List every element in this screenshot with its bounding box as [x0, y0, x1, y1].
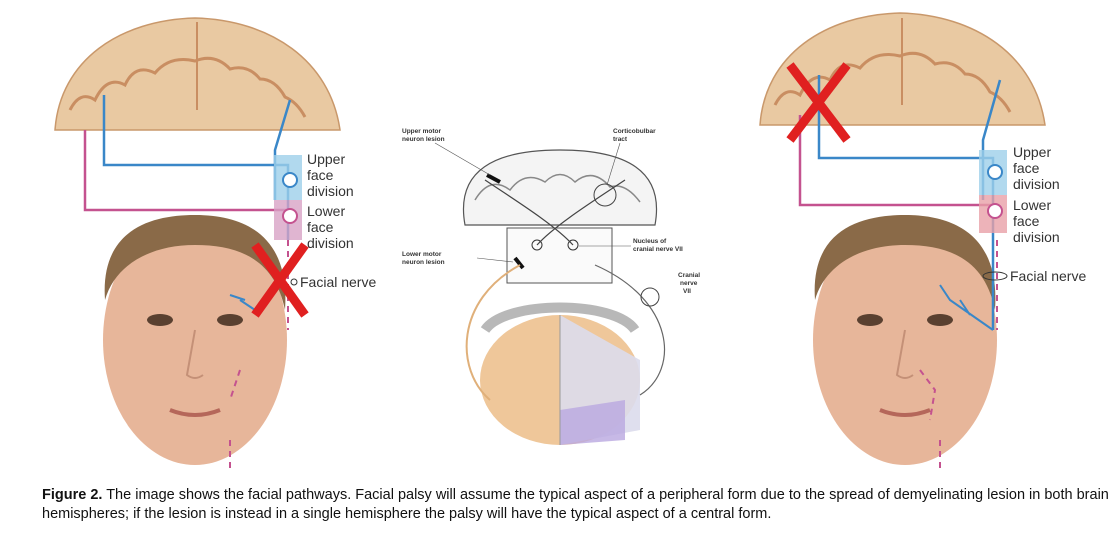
tract-1: [484, 179, 574, 246]
figure-number: Figure 2.: [42, 487, 103, 503]
lower-branch-dashed: [919, 369, 941, 470]
nose: [185, 329, 204, 379]
eye-left: [147, 314, 173, 326]
upper-face-label: Upper face division: [1013, 144, 1060, 192]
corticobulbar-label: Corticobulbar tract: [613, 128, 657, 143]
upper-face-label: Upper face division: [307, 151, 354, 199]
lmn-lesion-mark: [513, 256, 525, 270]
upper-nucleus-icon: [282, 172, 298, 188]
face-lower-right: [560, 400, 625, 445]
mouth: [879, 408, 931, 417]
center-panel-lesion-diagram: Upper motor neuron lesion Corticobulbar …: [395, 0, 725, 480]
facial-nerve-label: Facial nerve: [300, 274, 376, 290]
lmn-leader: [476, 257, 514, 263]
mouth: [169, 408, 221, 417]
brain-gyri: [68, 56, 307, 118]
lower-pathway: [798, 115, 995, 207]
brainstem-box: [506, 227, 613, 284]
left-panel-peripheral-palsy: Upper face division Lower face division …: [0, 0, 400, 480]
lower-face-label: Lower face division: [1013, 197, 1060, 245]
nucleus-right: [567, 239, 579, 251]
nerve-path-right: [594, 264, 666, 396]
lower-face-label: Lower face division: [307, 203, 354, 251]
right-diagram: Upper face division Lower face division …: [759, 12, 1086, 470]
nose: [895, 329, 914, 379]
eye-right: [927, 314, 953, 326]
lesion-x-icon: [251, 242, 309, 318]
face-left: [103, 215, 287, 465]
upper-branch: [229, 294, 256, 311]
face: [813, 215, 997, 465]
lower-nucleus-icon: [987, 203, 1003, 219]
corticobulbar-marker: [593, 183, 617, 207]
lower-pathway: [83, 130, 290, 212]
cbt-leader: [606, 142, 621, 186]
lmn-lesion-label: Lower motor neuron lesion: [402, 251, 445, 266]
eye-left: [857, 314, 883, 326]
tract-2: [536, 179, 626, 246]
facial-nerve-label: Facial nerve: [1010, 268, 1086, 284]
cranial-nerve-marker: [640, 287, 660, 307]
nucleus-label: Nucleus of cranial nerve VII: [633, 238, 683, 253]
umn-leader: [434, 142, 491, 176]
lower-nucleus-icon: [282, 208, 298, 224]
nerve-path-left: [465, 264, 521, 401]
eye-right: [217, 314, 243, 326]
left-diagram: Upper face division Lower face division …: [54, 17, 376, 470]
caption-text: The image shows the facial pathways. Fac…: [42, 487, 1109, 522]
nerve-marker-icon: [290, 278, 298, 286]
nerve-marker-icon: [982, 271, 1008, 281]
lower-branch-dashed: [229, 369, 241, 470]
umn-lesion-mark: [486, 173, 501, 184]
cranial-nerve-label: Cranial nerve VII: [678, 272, 702, 295]
hair: [814, 215, 996, 310]
hair-left: [104, 215, 286, 310]
umn-lesion-label: Upper motor neuron lesion: [402, 128, 445, 143]
right-panel-central-palsy: Upper face division Lower face division …: [735, 0, 1117, 480]
brain-outline: [462, 149, 658, 226]
upper-branch: [939, 284, 994, 331]
nucleus-left: [531, 239, 543, 251]
center-diagram: Upper motor neuron lesion Corticobulbar …: [402, 128, 702, 445]
lesion-x-icon: [786, 62, 851, 143]
center-hair: [480, 302, 640, 334]
upper-nucleus-icon: [987, 164, 1003, 180]
figure-caption: Figure 2. The image shows the facial pat…: [42, 486, 1112, 524]
